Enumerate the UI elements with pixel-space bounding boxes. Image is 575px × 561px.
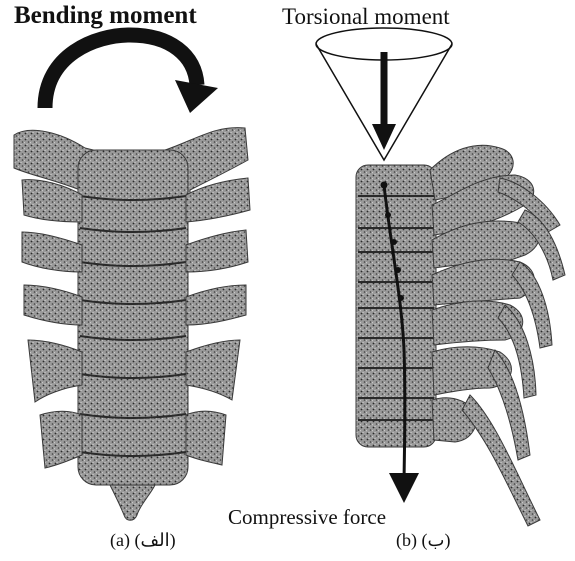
- torsional-moment-label: Torsional moment: [282, 4, 450, 30]
- caption-b-prefix: (b): [396, 530, 422, 550]
- lateral-vertebral-column: [356, 165, 436, 447]
- spine-posterior-view: [14, 35, 250, 520]
- caption-a-rtl: (الف): [134, 530, 175, 550]
- caption-panel-b: (b) (ب): [396, 530, 450, 551]
- transverse-processes-left: [22, 180, 82, 468]
- transverse-processes-right: [186, 178, 250, 465]
- compressive-force-label: Compressive force: [228, 505, 386, 530]
- spine-lateral-view: [316, 28, 565, 526]
- bending-moment-label: Bending moment: [14, 2, 197, 30]
- caption-a-prefix: (a): [110, 530, 134, 550]
- curved-arrow-icon: [45, 35, 197, 108]
- caption-b-rtl: (ب): [422, 530, 451, 550]
- coccyx-tip: [110, 485, 155, 520]
- caption-panel-a: (a) (الف): [110, 530, 176, 551]
- curved-arrow-icon: [175, 80, 218, 113]
